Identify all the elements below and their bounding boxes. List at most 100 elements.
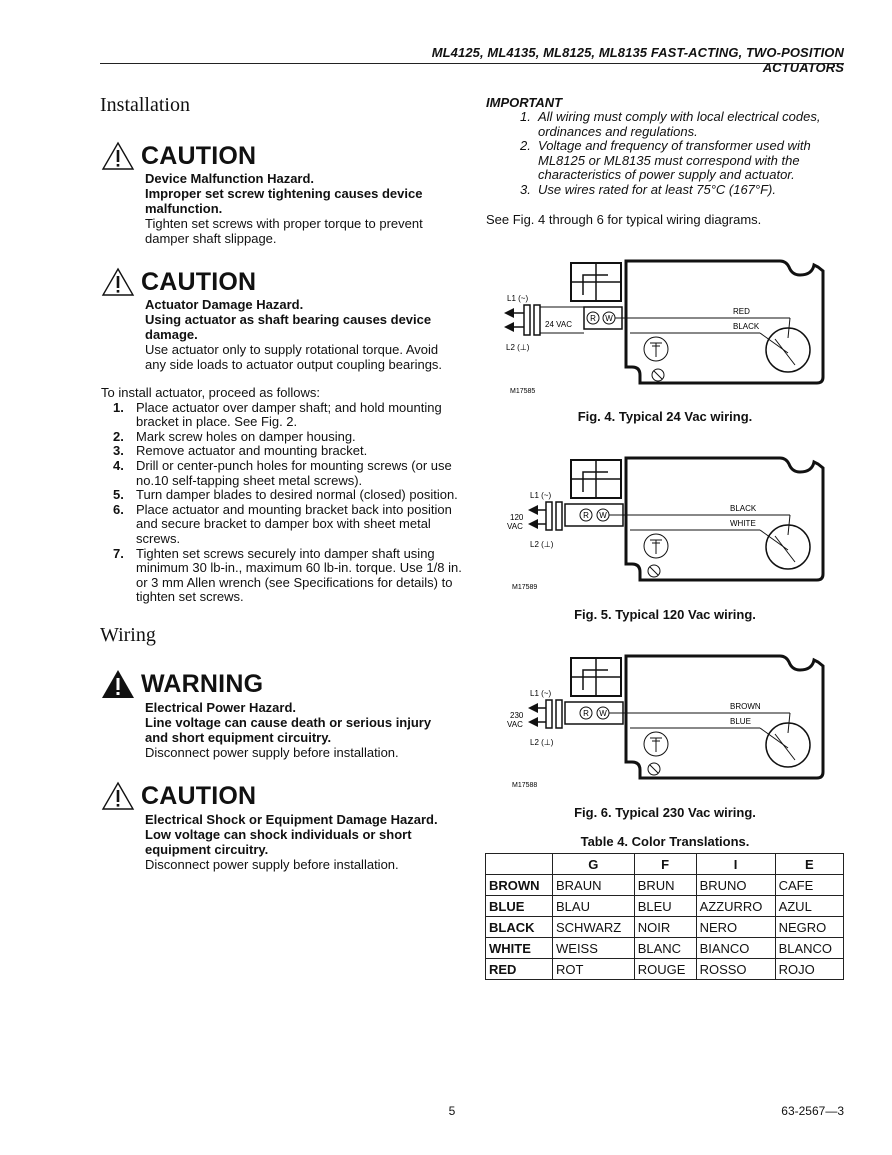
row-header-cell: BROWN xyxy=(485,874,553,896)
color-translation-table: G F I E BROWN BRAUN BRUN BRUNO CAFE BLUE… xyxy=(485,853,845,980)
table-cell: BIANCO xyxy=(695,937,776,959)
wire-label-2: BLUE xyxy=(730,717,751,726)
page-number: 5 xyxy=(448,1104,456,1118)
figure-code: M17585 xyxy=(510,388,535,395)
table-row: WHITE WEISS BLANC BIANCO BLANCO xyxy=(485,937,845,959)
table-row: BROWN BRAUN BRUN BRUNO CAFE xyxy=(485,874,845,896)
table-title: Table 4. Color Translations. xyxy=(580,834,750,849)
table-row: BLACK SCHWARZ NOIR NERO NEGRO xyxy=(485,916,845,938)
wiring-diagram-fig6: R W L1 (~) L2 (⊥) 230 VAC BROWN BLUE M17… xyxy=(507,654,825,789)
table-cell: CAFE xyxy=(774,874,845,896)
voltage-label: 24 VAC xyxy=(545,320,572,329)
install-steps: To install actuator, proceed as follows:… xyxy=(101,385,463,605)
hazard-subtitle: Improper set screw tightening causes dev… xyxy=(145,186,423,216)
table-cell: NEGRO xyxy=(774,916,845,938)
caution-triangle-icon xyxy=(101,141,135,170)
l1-label: L1 (~) xyxy=(507,294,528,303)
table-cell: AZZURRO xyxy=(695,895,776,917)
list-item: 3.Remove actuator and mounting bracket. xyxy=(113,443,368,459)
row-header-cell: BLACK xyxy=(485,916,553,938)
document-number: 63-2567—3 xyxy=(781,1104,844,1118)
terminal-r-label: R xyxy=(583,511,589,520)
list-item: 2.Mark screw holes on damper housing. xyxy=(113,428,356,444)
list-item: 1.Place actuator over damper shaft; and … xyxy=(113,399,442,430)
terminal-w-label: W xyxy=(599,511,607,520)
hazard-title: Device Malfunction Hazard. xyxy=(145,171,315,186)
caution-block-3: CAUTION xyxy=(101,781,256,811)
voltage-label: 120 xyxy=(510,513,524,522)
caution-text-3: Electrical Shock or Equipment Damage Haz… xyxy=(145,812,450,872)
header-rule xyxy=(100,63,844,64)
caution-block-1: CAUTION xyxy=(101,141,256,171)
caution-text-1: Device Malfunction Hazard. Improper set … xyxy=(145,171,450,246)
terminal-r xyxy=(579,508,593,522)
hazard-subtitle: Low voltage can shock individuals or sho… xyxy=(145,827,412,857)
hazard-body: Use actuator only to supply rotational t… xyxy=(145,342,443,372)
l2-label: L2 (⊥) xyxy=(530,540,554,549)
row-header-cell: RED xyxy=(485,958,553,980)
wire-label-1: BLACK xyxy=(730,504,757,513)
table-cell: BLANC xyxy=(633,937,697,959)
motor-circle xyxy=(765,524,811,570)
hazard-subtitle: Line voltage can cause death or serious … xyxy=(145,715,432,745)
installation-heading: Installation xyxy=(100,94,190,116)
table-cell: BRUNO xyxy=(695,874,776,896)
table-cell: ROSSO xyxy=(695,958,776,980)
list-item: 2.Voltage and frequency of transformer u… xyxy=(520,138,811,183)
document-header-title: ML4125, ML4135, ML8125, ML8135 FAST-ACTI… xyxy=(431,45,844,75)
wire-label-1: RED xyxy=(733,307,750,316)
table-cell: ROT xyxy=(552,958,635,980)
voltage-unit: VAC xyxy=(507,522,523,531)
motor-circle xyxy=(765,327,811,373)
figure-code: M17589 xyxy=(512,584,537,591)
warning-block: WARNING xyxy=(101,669,263,699)
l2-label: L2 (⊥) xyxy=(506,343,530,352)
table-cell: BLAU xyxy=(552,895,635,917)
wiring-diagram-fig4: R W L1 (~) L2 (⊥) 24 VAC RED BLACK M1758… xyxy=(504,259,825,395)
ground-symbol xyxy=(643,533,669,559)
actuator-housing-outline xyxy=(624,456,825,582)
warning-triangle-icon xyxy=(102,670,134,698)
hazard-body: Disconnect power supply before installat… xyxy=(145,857,399,872)
table-header-row: G F I E xyxy=(485,853,845,875)
actuator-housing-outline xyxy=(624,259,825,385)
caution-text-2: Actuator Damage Hazard. Using actuator a… xyxy=(145,297,450,372)
table-cell: BLANCO xyxy=(774,937,845,959)
voltage-label: 230 xyxy=(510,711,524,720)
terminal-r-label: R xyxy=(583,709,589,718)
table-cell: ROUGE xyxy=(633,958,697,980)
install-intro: To install actuator, proceed as follows: xyxy=(101,385,320,400)
screw-icon xyxy=(647,564,661,578)
actuator-housing-outline xyxy=(624,654,825,780)
caution-word-1: CAUTION xyxy=(141,141,257,170)
warning-text: Electrical Power Hazard. Line voltage ca… xyxy=(145,700,450,760)
terminal-r xyxy=(579,706,593,720)
important-list: 1.All wiring must comply with local elec… xyxy=(520,109,840,198)
caution-block-2: CAUTION xyxy=(101,267,256,297)
header-cell: I xyxy=(695,853,776,875)
important-heading: IMPORTANT xyxy=(486,95,563,110)
l2-label: L2 (⊥) xyxy=(530,738,554,747)
figure-caption-6: Fig. 6. Typical 230 Vac wiring. xyxy=(574,805,756,820)
header-cell: G xyxy=(552,853,635,875)
wire-label-2: WHITE xyxy=(730,519,756,528)
table-cell: NERO xyxy=(695,916,776,938)
caution-triangle-icon xyxy=(101,781,135,810)
caution-word-3: CAUTION xyxy=(141,781,257,810)
voltage-unit: VAC xyxy=(507,720,523,729)
ground-symbol xyxy=(643,336,669,362)
l1-label: L1 (~) xyxy=(530,689,551,698)
list-item: 1.All wiring must comply with local elec… xyxy=(520,109,821,139)
wire-label-2: BLACK xyxy=(733,322,760,331)
screw-icon xyxy=(647,762,661,776)
caution-word-2: CAUTION xyxy=(141,267,257,296)
wiring-heading: Wiring xyxy=(100,624,156,646)
table-row: RED ROT ROUGE ROSSO ROJO xyxy=(485,958,845,980)
row-header-cell: BLUE xyxy=(485,895,553,917)
list-item: 3.Use wires rated for at least 75°C (167… xyxy=(520,181,776,197)
table-cell: BRAUN xyxy=(552,874,635,896)
list-item: 5.Turn damper blades to desired normal (… xyxy=(113,487,458,503)
table-cell: WEISS xyxy=(552,937,635,959)
list-item: 7.Tighten set screws securely into dampe… xyxy=(113,545,462,605)
terminal-r xyxy=(586,311,600,325)
